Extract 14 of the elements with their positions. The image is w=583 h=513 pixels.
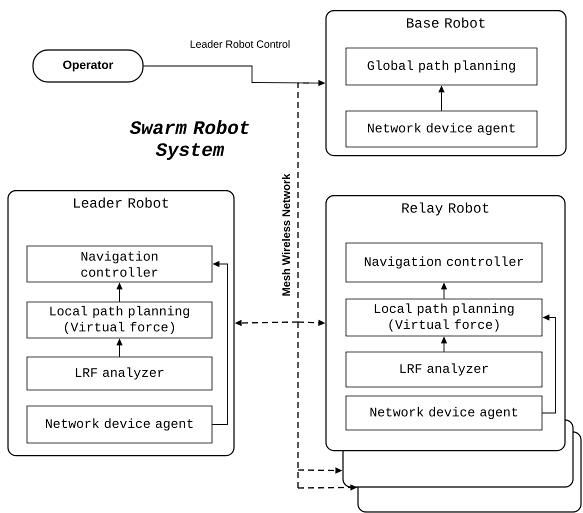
module-box: Global path planning [346,48,538,86]
module-box: Network device agent [346,110,538,148]
module-box: Network device agent [26,406,212,444]
edge-label: Leader Robot Control [188,39,292,49]
module-box: Local path planning (Virtual force) [26,302,212,338]
module-box: LRF analyzer [346,352,542,388]
module-box: Navigation controller [346,242,542,282]
title: Swarm Robot System [130,120,249,160]
operator-box: Operator [32,49,144,83]
network-label: Mesh Wireless Network [280,172,292,298]
module-box: Navigation controller [26,246,212,282]
module-box: LRF analyzer [26,356,212,390]
module-box: Network device agent [346,396,542,430]
module-box: Local path planning (Virtual force) [346,298,542,336]
